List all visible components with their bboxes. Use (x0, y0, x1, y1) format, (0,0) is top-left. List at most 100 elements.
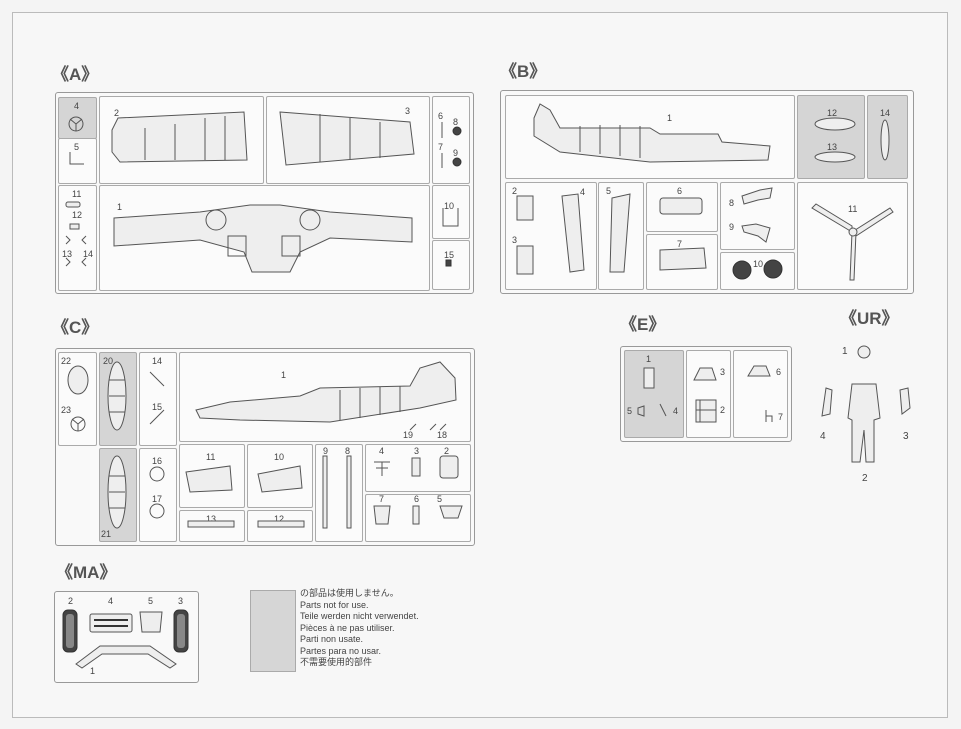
sprue-e-cell-1-5-4 (624, 350, 684, 438)
part-number: 4 (673, 406, 679, 416)
part-number: 2 (720, 405, 726, 415)
part-number: 23 (61, 405, 72, 415)
part-number: 9 (453, 148, 459, 158)
part-number: 7 (778, 412, 784, 422)
part-number: 3 (512, 235, 518, 245)
sprue-a-cell-11-14 (58, 185, 97, 291)
part-number: 21 (101, 529, 112, 539)
sprue-b-cell-10 (720, 252, 795, 290)
part-number: 14 (880, 108, 891, 118)
part-number: 2 (512, 186, 518, 196)
part-number: 1 (667, 113, 673, 123)
part-number: 2 (114, 108, 120, 118)
part-number: 8 (729, 198, 735, 208)
part-number: 13 (62, 249, 73, 259)
part-number: 2 (68, 596, 74, 606)
legend-line: 不需要使用的部件 (300, 657, 373, 667)
part-number: 5 (606, 186, 612, 196)
sprue-a-cell-4 (58, 97, 97, 139)
legend-line: Pièces à ne pas utiliser. (300, 622, 395, 633)
part-number: 11 (206, 452, 216, 462)
part-number: 7 (379, 494, 385, 504)
part-number: 5 (74, 142, 80, 152)
part-number: 3 (178, 596, 184, 606)
sprue-a-cell-10 (432, 185, 470, 239)
part-number: 17 (152, 494, 163, 504)
legend-line: の部品は使用しません。 (300, 588, 399, 598)
sprue-c-cell-14-15 (139, 352, 177, 446)
legend-line: Partes para no usar. (300, 645, 382, 656)
part-number: 4 (74, 101, 80, 111)
part-number: 19 (403, 430, 414, 440)
part-number: 20 (103, 356, 114, 366)
part-number: 2 (444, 446, 450, 456)
part-number: 9 (729, 222, 735, 232)
sprue-e-cell-6-7 (733, 350, 788, 438)
part-number: 10 (753, 259, 764, 269)
legend-line: Parts not for use. (300, 599, 369, 610)
part-number: 6 (414, 494, 420, 504)
part-number: 6 (438, 111, 444, 121)
part-number: 8 (345, 446, 351, 456)
part-number: 14 (83, 249, 94, 259)
part-number: 1 (281, 370, 287, 380)
part-number: 3 (414, 446, 420, 456)
part-number: 4 (580, 187, 586, 197)
part-number: 10 (444, 201, 455, 211)
part-number: 5 (148, 596, 154, 606)
legend-line: Parti non usate. (300, 634, 364, 644)
section-title-c: 《C》 (52, 318, 99, 337)
part-number: 1 (646, 354, 652, 364)
part-number: 4 (379, 446, 385, 456)
section-title-ur: 《UR》 (840, 309, 899, 328)
part-number: 6 (776, 367, 782, 377)
part-number: 2 (862, 473, 868, 484)
part-number: 9 (323, 446, 329, 456)
part-number: 3 (903, 431, 909, 442)
part-number: 1 (842, 346, 848, 357)
part-number: 7 (438, 142, 444, 152)
part-number: 12 (827, 108, 838, 118)
part-number: 4 (820, 431, 826, 442)
sprue-b-cell-12-13 (797, 95, 865, 179)
section-title-b: 《B》 (500, 62, 547, 81)
unused-parts-swatch (250, 590, 296, 672)
part-number: 12 (274, 514, 285, 524)
part-number: 13 (206, 514, 217, 524)
part-number: 15 (444, 250, 455, 260)
part-number: 3 (405, 106, 411, 116)
part-number: 11 (72, 189, 82, 199)
part-number: 1 (90, 666, 96, 676)
legend-line: Teile werden nicht verwendet. (300, 611, 419, 621)
part-number: 5 (437, 494, 443, 504)
unused-parts-legend: の部品は使用しません。 Parts not for use. Teile wer… (300, 588, 419, 669)
part-number: 7 (677, 239, 683, 249)
sprue-c-cell-16-17 (139, 448, 177, 542)
part-number: 6 (677, 186, 683, 196)
part-number: 3 (720, 367, 726, 377)
section-title-e: 《E》 (620, 315, 666, 334)
part-number: 11 (848, 204, 858, 214)
sprue-a-cell-6-9 (432, 96, 470, 184)
part-number: 16 (152, 456, 163, 466)
part-number: 8 (453, 117, 459, 127)
section-title-a: 《A》 (52, 65, 99, 84)
part-number: 4 (108, 596, 114, 606)
part-number: 15 (152, 402, 163, 412)
part-number: 13 (827, 142, 838, 152)
part-number: 18 (437, 430, 448, 440)
part-number: 1 (117, 202, 123, 212)
part-number: 14 (152, 356, 163, 366)
part-number: 12 (72, 210, 83, 220)
section-title-ma: 《MA》 (56, 563, 117, 582)
sprue-a-cell-5 (58, 138, 97, 184)
part-number: 22 (61, 356, 72, 366)
sprue-e-cell-3-2 (686, 350, 731, 438)
part-number: 10 (274, 452, 285, 462)
